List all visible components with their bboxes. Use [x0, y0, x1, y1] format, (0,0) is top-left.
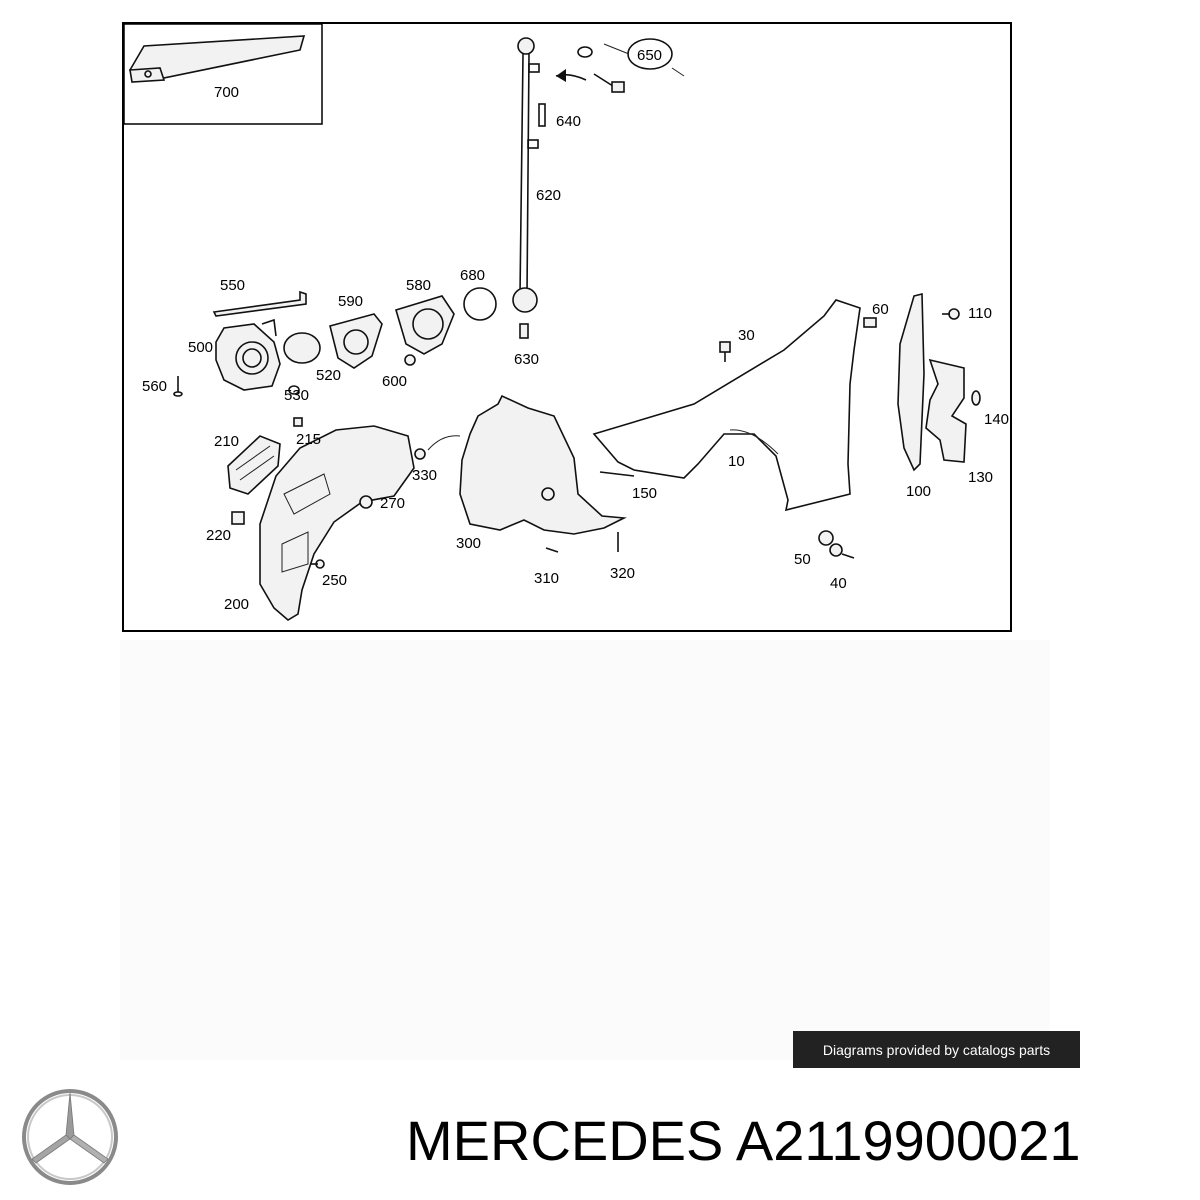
part-210-grille	[227, 435, 281, 495]
label-320: 320	[610, 565, 635, 582]
label-100: 100	[906, 483, 931, 500]
label-215: 215	[296, 431, 321, 448]
label-250: 250	[322, 572, 347, 589]
part-560-pin	[173, 376, 183, 397]
part-630-stud	[519, 323, 529, 339]
part-250-screw	[310, 559, 325, 569]
part-580-gasket	[395, 295, 455, 355]
mercedes-star-icon	[22, 1089, 118, 1185]
label-130: 130	[968, 469, 993, 486]
label-700: 700	[214, 84, 239, 101]
label-530: 530	[284, 387, 309, 404]
label-10: 10	[728, 453, 745, 470]
part-530-ring	[288, 385, 300, 395]
part-100-bracket	[897, 292, 925, 472]
label-520: 520	[316, 367, 341, 384]
part-200-front-liner	[259, 425, 415, 621]
label-620: 620	[536, 187, 561, 204]
label-110: 110	[968, 305, 992, 322]
label-680: 680	[460, 267, 485, 284]
part-215-clip	[293, 417, 303, 427]
part-130-panel	[925, 358, 967, 463]
part-620-rod	[512, 37, 540, 313]
part-310-screw	[545, 547, 559, 553]
part-270-clip	[359, 495, 373, 509]
label-580: 580	[406, 277, 431, 294]
part-650-bolt	[555, 38, 685, 93]
part-10-fender	[592, 299, 861, 512]
label-200: 200	[224, 596, 249, 613]
background-band	[120, 640, 1050, 1060]
part-110-fastener	[942, 308, 960, 320]
label-590: 590	[338, 293, 363, 310]
part-30-clip	[719, 341, 731, 362]
label-30: 30	[738, 327, 755, 344]
part-220-clip	[231, 511, 245, 525]
label-50: 50	[794, 551, 811, 568]
label-60: 60	[872, 301, 889, 318]
label-150: 150	[632, 485, 657, 502]
part-40-screw	[829, 543, 855, 559]
label-40: 40	[830, 575, 847, 592]
part-330-clip	[414, 435, 461, 460]
part-500-housing	[215, 318, 281, 391]
label-310: 310	[534, 570, 559, 587]
part-60-bolt	[863, 317, 877, 328]
label-500: 500	[188, 339, 213, 356]
parts-diagram: 700	[122, 22, 1012, 632]
label-210: 210	[214, 433, 239, 450]
part-300-liner	[459, 394, 627, 535]
part-140-fastener	[971, 390, 981, 406]
label-300: 300	[456, 535, 481, 552]
label-600: 600	[382, 373, 407, 390]
part-600-grommet	[404, 354, 416, 366]
label-640: 640	[556, 113, 581, 130]
label-270: 270	[380, 495, 405, 512]
label-630: 630	[514, 351, 539, 368]
part-50-nut	[818, 530, 834, 546]
label-330: 330	[412, 467, 437, 484]
label-560: 560	[142, 378, 167, 395]
part-700-strap	[128, 35, 306, 83]
part-640-clip	[538, 103, 546, 127]
label-220: 220	[206, 527, 231, 544]
label-140: 140	[984, 411, 1009, 428]
part-520-cap	[283, 332, 321, 364]
parts-diagram-drawing: 700	[124, 24, 1009, 621]
label-650: 650	[637, 47, 662, 64]
part-150-trim	[599, 471, 635, 477]
diagram-credit-caption: Diagrams provided by catalogs parts	[793, 1031, 1080, 1068]
label-550: 550	[220, 277, 245, 294]
part-550-bracket	[212, 290, 307, 317]
part-590-plate	[329, 313, 383, 369]
part-680-ring	[463, 287, 497, 321]
part-number-title: MERCEDES A2119900021	[406, 1109, 1081, 1172]
